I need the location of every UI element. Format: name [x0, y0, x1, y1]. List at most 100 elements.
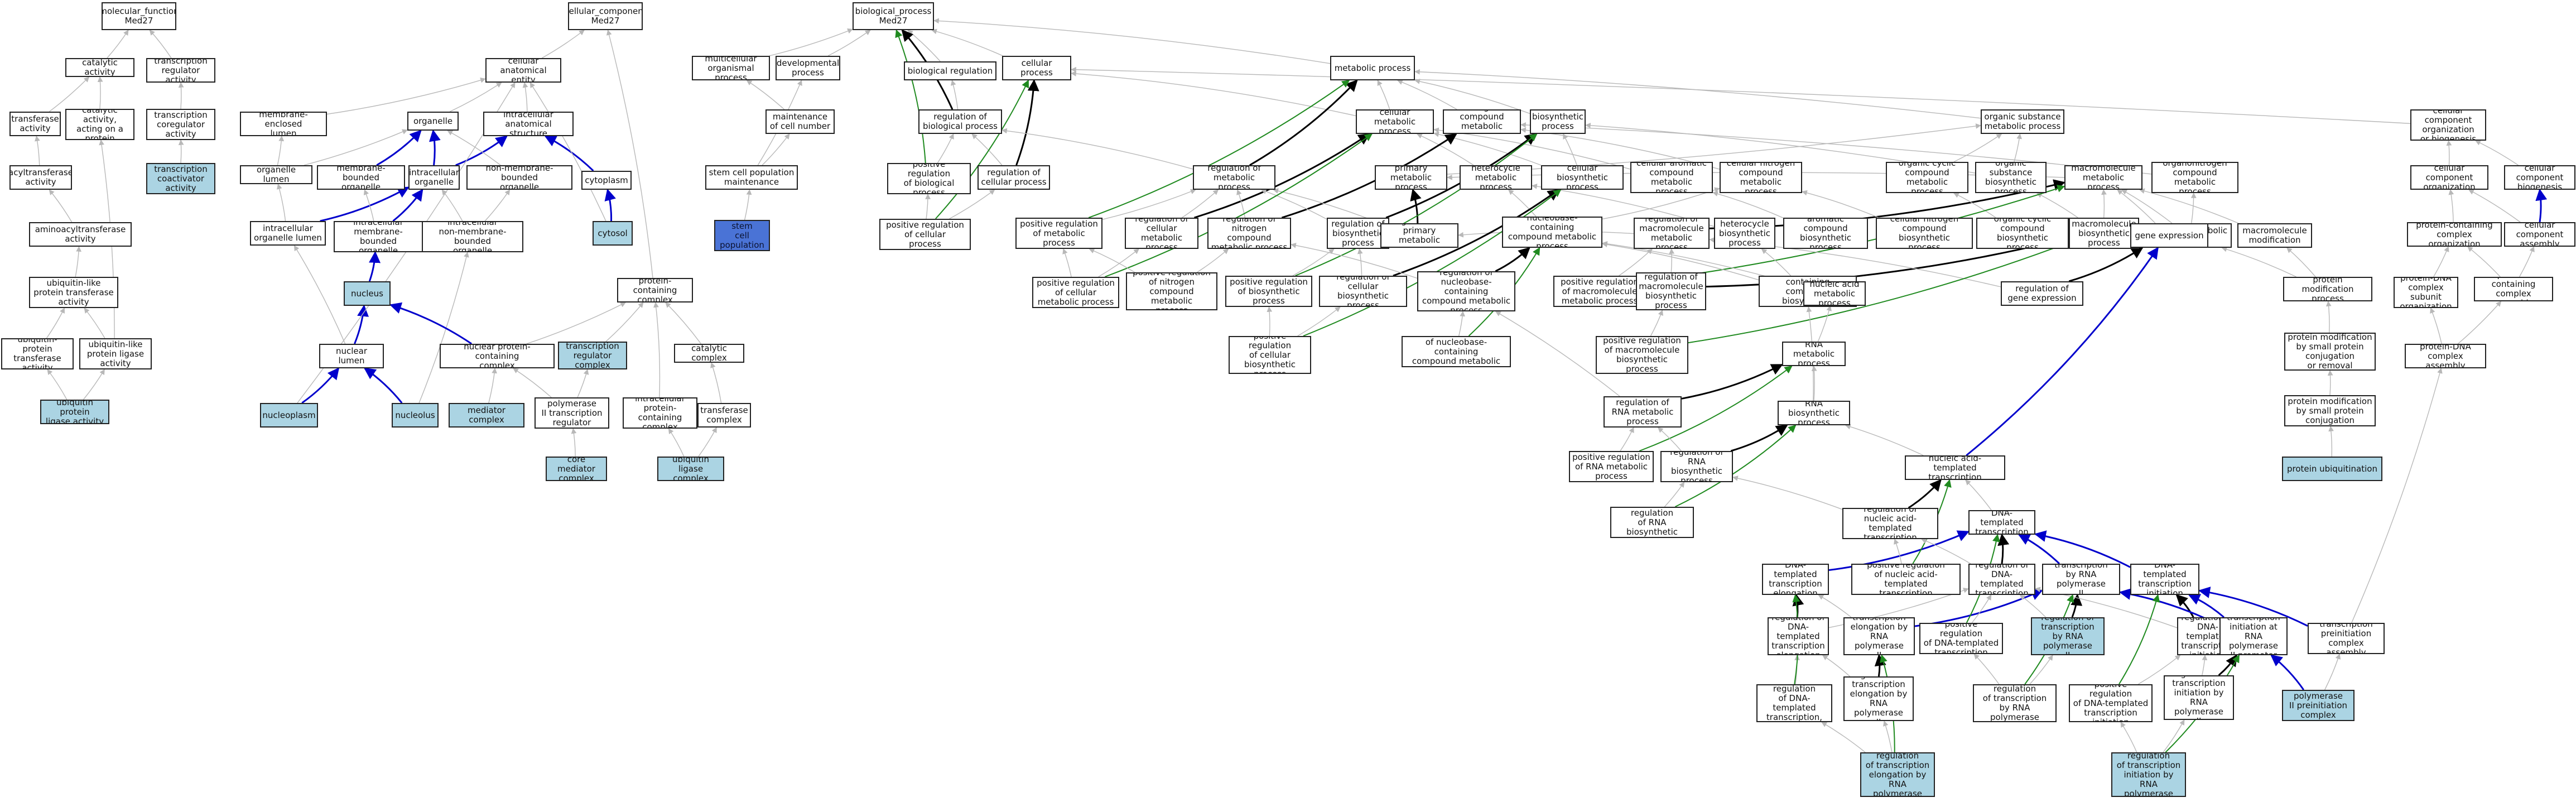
graph-edge — [1377, 80, 1390, 110]
graph-edge — [2327, 370, 2333, 396]
go-term-node: cellular component organization — [2410, 165, 2488, 190]
graph-edge — [513, 368, 552, 398]
graph-edge — [1563, 133, 1577, 166]
go-term-node: RNA polymerase II preinitiation complex … — [2282, 690, 2354, 721]
go-term-node: intracellular anatomical structure — [483, 112, 574, 136]
go-term-node: DNA-templated transcription elongation — [1762, 564, 1829, 595]
go-term-node: regulation of RNA metabolic process — [1604, 396, 1682, 428]
graph-edge — [2036, 193, 2078, 218]
go-term-node: positive regulation of nucleobase-contai… — [1402, 336, 1511, 367]
graph-edge — [46, 308, 65, 339]
go-term-node: protein-containing complex organization — [2407, 222, 2502, 247]
graph-edge — [1015, 79, 1039, 166]
go-term-node: transcription regulator complex — [558, 342, 627, 369]
graph-edge — [698, 427, 717, 457]
graph-edge — [925, 194, 931, 219]
graph-edge — [1669, 248, 1675, 273]
graph-edge — [418, 252, 469, 404]
go-term-node: heterocycle metabolic process — [1460, 165, 1532, 190]
go-term-node: biological_process Med27 — [853, 2, 934, 30]
go-term-node: protein modification by small protein co… — [2284, 333, 2376, 371]
go-term-node: intracellular protein-containing complex — [623, 397, 697, 429]
graph-edge — [1416, 133, 1474, 166]
graph-edge — [392, 189, 423, 222]
go-term-node: positive regulation of transcription elo… — [1860, 752, 1935, 797]
graph-edge — [1997, 533, 2010, 564]
graph-edge — [1620, 427, 1634, 452]
go-term-node: positive regulation of nucleic acid-temp… — [1851, 564, 1961, 595]
go-term-node: regulation of biological process — [918, 109, 1002, 134]
graph-edge — [2328, 426, 2334, 457]
go-term-node: macromolecule modification — [2237, 223, 2312, 248]
go-term-node: intracellular organelle — [408, 165, 460, 190]
graph-edge — [2014, 133, 2023, 162]
graph-edge — [529, 82, 606, 222]
graph-edge — [75, 246, 82, 277]
go-term-node: transcription preinitiation complex asse… — [2308, 623, 2385, 654]
go-term-node: catalytic activity — [65, 58, 134, 77]
go-term-node: regulation of gene expression — [2001, 281, 2083, 306]
go-term-node: positive regulation of macromolecule bio… — [1596, 336, 1688, 374]
go-term-node: regulation of cellular biosynthetic proc… — [1319, 276, 1407, 307]
graph-edge — [1619, 248, 1653, 276]
go-term-node: regulation of metabolic process — [1193, 165, 1275, 190]
graph-edge — [2120, 722, 2137, 753]
graph-edge — [293, 245, 346, 344]
go-term-node: macromolecule biosynthetic process — [2069, 218, 2139, 249]
go-term-node: intracellular non-membrane-bounded organ… — [422, 221, 523, 252]
graph-edge — [320, 186, 410, 222]
go-term-node: positive regulation of DNA-templated tra… — [1756, 684, 1832, 722]
graph-edge — [2286, 247, 2316, 277]
go-term-node: transferase complex — [697, 403, 751, 428]
go-term-node: metabolic process — [1330, 56, 1415, 80]
go-term-node: biosynthetic process — [1530, 109, 1586, 134]
graph-edge — [571, 428, 577, 457]
graph-edge — [746, 80, 785, 110]
graph-edge — [376, 129, 422, 166]
graph-edge — [2325, 301, 2332, 333]
go-term-node: cellular anatomical entity — [485, 58, 561, 83]
go-term-node: positive regulation of DNA-templated tra… — [1919, 623, 2003, 654]
go-term-node: mediator complex — [449, 403, 524, 428]
graph-edge — [1822, 655, 1851, 677]
graph-edge — [2118, 594, 2160, 685]
go-term-node: ubiquitin ligase complex — [657, 457, 724, 481]
go-term-node: cytosol — [593, 221, 633, 246]
graph-edge — [1297, 306, 1341, 337]
graph-edge — [744, 189, 752, 220]
graph-edge — [2175, 594, 2194, 618]
graph-edge — [1249, 79, 1358, 166]
go-term-node: organonitrogen compound metabolic proces… — [2151, 162, 2238, 193]
graph-edge — [107, 30, 129, 59]
graph-edge — [2029, 655, 2053, 685]
go-term-node: regulation of nucleic acid-templated tra… — [1842, 508, 1938, 539]
graph-edge — [2433, 246, 2449, 277]
graph-edge — [1410, 188, 1422, 224]
go-term-node: protein modification process — [2283, 277, 2372, 301]
graph-edge — [1236, 189, 1246, 218]
graph-edge — [149, 30, 172, 59]
go-term-node: regulation of primary metabolic process — [1380, 223, 1458, 248]
go-term-node: acyltransferase activity — [9, 165, 72, 190]
go-term-node: cytoplasm — [581, 171, 632, 190]
graph-edge — [1414, 79, 1530, 114]
go-term-node: stem cell population maintenance — [705, 165, 798, 190]
graph-edge — [1291, 242, 1418, 279]
graph-edge — [1914, 589, 2043, 627]
graph-edge — [1921, 538, 1971, 564]
go-term-node: positive regulation of RNA biosynthetic … — [1610, 507, 1694, 538]
graph-edge — [1433, 131, 1542, 166]
go-term-node: nucleus — [344, 281, 391, 306]
go-term-node: regulation of cellular metabolic process — [1125, 218, 1198, 249]
graph-edge — [653, 302, 661, 398]
go-term-node: cellular_component Med27 — [568, 2, 643, 30]
go-term-node: positive regulation of transcription by … — [1973, 684, 2057, 722]
graph-edge — [1817, 305, 1832, 342]
graph-edge — [577, 369, 589, 398]
go-term-node: core mediator complex — [546, 457, 607, 481]
go-term-node: nucleobase-containing compound metabolic… — [1502, 217, 1602, 248]
go-term-node: transcription coactivator activity — [146, 163, 215, 194]
go-term-node: gene expression — [2130, 223, 2208, 248]
go-term-node: transcription by RNA polymerase II — [2042, 564, 2120, 595]
go-term-node: nucleoplasm — [260, 403, 318, 428]
